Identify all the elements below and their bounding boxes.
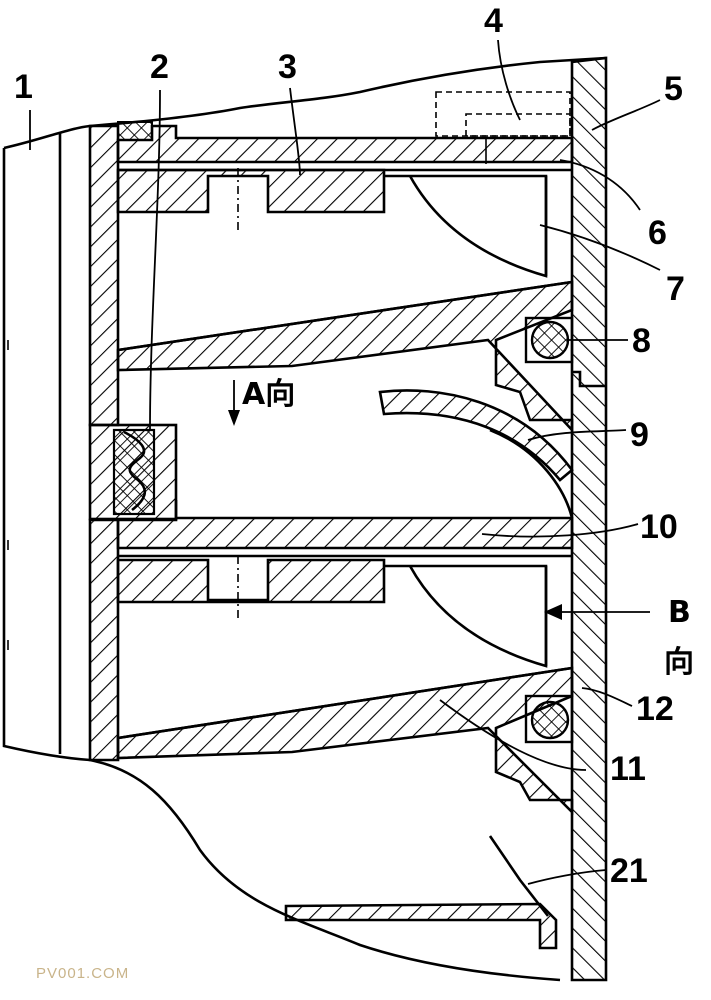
- outer-wall-part-5: [570, 56, 608, 982]
- label-2: 2: [150, 48, 169, 86]
- bottom-break-line: [89, 758, 561, 982]
- part-10-plate: [116, 500, 574, 550]
- label-12: 12: [636, 690, 674, 728]
- leader-10: [481, 523, 639, 538]
- leader-4: [497, 39, 521, 121]
- shaft-part-1: [2, 124, 91, 762]
- leader-21: [527, 869, 607, 885]
- leader-3: [289, 87, 301, 176]
- upper-blade-7: [384, 174, 548, 278]
- top-plate: [116, 124, 574, 164]
- direction-a-arrow: [228, 380, 240, 426]
- label-4: 4: [484, 2, 503, 40]
- o-ring-12: [524, 694, 574, 744]
- base-plate: [284, 902, 558, 950]
- hub-wall-lower: [88, 518, 120, 762]
- hub-wall: [88, 124, 120, 427]
- leader-9: [527, 429, 627, 441]
- label-5: 5: [664, 70, 683, 108]
- leader-11: [439, 699, 587, 771]
- label-7: 7: [666, 270, 685, 308]
- direction-b-char: 向: [664, 645, 694, 680]
- label-3: 3: [278, 48, 297, 86]
- direction-a-label: A向: [242, 377, 295, 412]
- leader-12: [581, 687, 633, 707]
- label-10: 10: [640, 508, 678, 546]
- o-ring-8: [524, 316, 574, 364]
- top-seal: [117, 121, 153, 141]
- label-11: 11: [610, 750, 646, 788]
- watermark: PV001.COM: [36, 965, 129, 982]
- leader-2: [149, 89, 161, 431]
- label-21: 21: [610, 852, 648, 890]
- direction-b-letter: B: [668, 595, 691, 630]
- label-9: 9: [630, 416, 649, 454]
- label-6: 6: [648, 214, 667, 252]
- direction-b-arrow: [544, 604, 650, 620]
- lower-blade: [384, 564, 548, 668]
- label-1: 1: [14, 68, 33, 106]
- seal-part-2: [88, 423, 178, 521]
- leader-6: [559, 159, 641, 211]
- top-break-line: [89, 56, 607, 128]
- label-8: 8: [632, 322, 651, 360]
- part-11-disk: [116, 666, 574, 816]
- leader-7: [539, 224, 661, 271]
- upper-tapered-disk: [116, 280, 574, 434]
- curved-vane-9: [378, 389, 574, 482]
- lower-flange: [116, 558, 386, 604]
- part-3-flange: [116, 168, 386, 214]
- leader-5: [591, 99, 661, 131]
